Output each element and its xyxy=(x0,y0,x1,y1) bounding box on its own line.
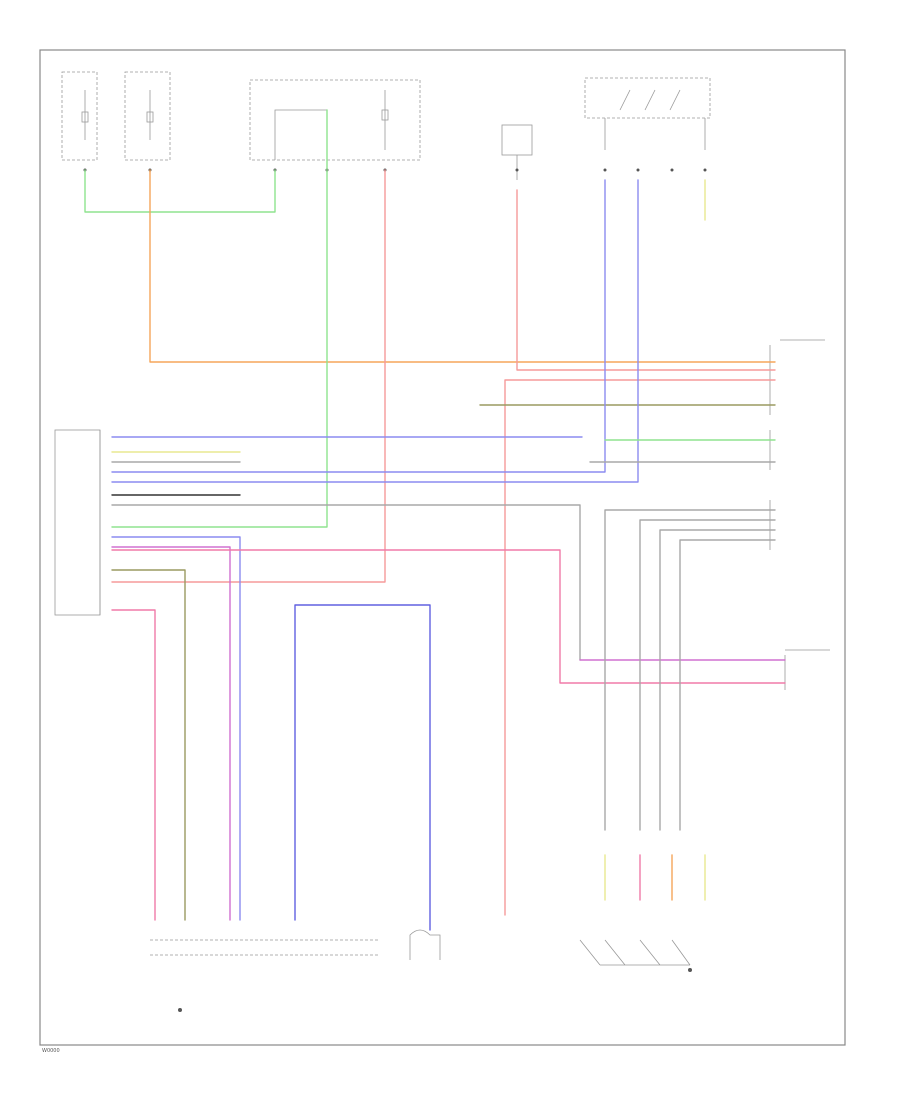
right-connector-4 xyxy=(784,649,830,690)
wire-red xyxy=(516,189,776,371)
wire-blue xyxy=(111,179,606,473)
diagram-frame xyxy=(39,49,846,1046)
transmission-control-module xyxy=(54,429,101,616)
wire-grey xyxy=(679,539,776,831)
wire-pink xyxy=(111,549,786,684)
relay-component xyxy=(501,124,533,180)
wire-grey xyxy=(659,529,776,831)
wire-red xyxy=(111,169,386,583)
wire-magenta xyxy=(111,546,231,921)
right-connector-1 xyxy=(769,339,825,415)
wire-olive xyxy=(111,569,186,921)
wire-dark_blue xyxy=(294,604,431,931)
fuse-group-left xyxy=(61,71,171,161)
wire-red xyxy=(504,379,776,916)
top-connectors xyxy=(83,168,707,172)
speed-sensor xyxy=(409,929,441,960)
wire-grey xyxy=(639,519,776,831)
wire-orange xyxy=(149,169,776,363)
wire-blue xyxy=(111,536,241,921)
wire-green xyxy=(84,169,276,213)
wire-layer xyxy=(84,109,786,931)
wire-pink xyxy=(111,609,156,921)
wire-grey xyxy=(604,509,776,831)
ignition-switch xyxy=(584,77,711,150)
fuse-group-center xyxy=(249,79,421,161)
selector-switch xyxy=(579,939,692,972)
wire-grey xyxy=(111,504,581,661)
footer-label: W0000 xyxy=(42,1048,60,1054)
bottom-connector-left xyxy=(150,939,380,1012)
wire-green xyxy=(111,109,328,528)
wire-blue xyxy=(111,179,639,483)
